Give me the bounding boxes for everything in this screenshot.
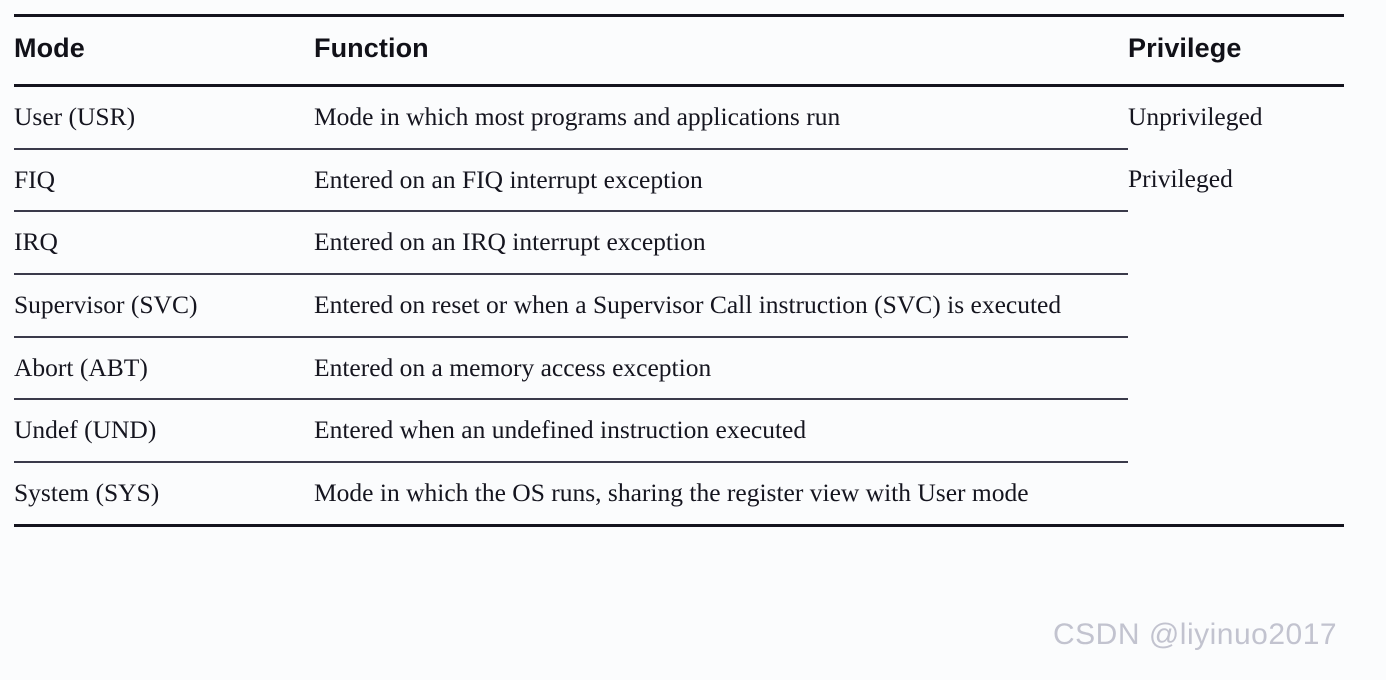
table-row: IRQ Entered on an IRQ interrupt exceptio… [14, 210, 1344, 274]
cell-function: Entered on a memory access exception [314, 335, 1128, 400]
modes-table-body: User (USR) Mode in which most programs a… [14, 87, 1344, 524]
table-row: Supervisor (SVC) Entered on reset or whe… [14, 272, 1344, 337]
column-header-mode: Mode [14, 33, 85, 63]
cell-privilege: Unprivileged [1128, 102, 1263, 131]
cell-function: Entered on an IRQ interrupt exception [314, 210, 1128, 274]
processor-modes-table: Mode Function Privilege User (USR) Mode … [14, 14, 1344, 527]
column-header-privilege: Privilege [1128, 33, 1242, 63]
cell-mode: FIQ [14, 147, 314, 212]
cell-function: Mode in which most programs and applicat… [314, 102, 841, 131]
table-row: FIQ Entered on an FIQ interrupt exceptio… [14, 147, 1344, 212]
table-body: User (USR) Mode in which most programs a… [14, 87, 1344, 524]
cell-mode: System (SYS) [14, 460, 314, 524]
cell-function: Entered when an undefined instruction ex… [314, 398, 1128, 462]
column-header-function: Function [314, 33, 429, 63]
table-bottom-rule [14, 523, 1344, 527]
table-row: Abort (ABT) Entered on a memory access e… [14, 335, 1344, 400]
table-row: System (SYS) Mode in which the OS runs, … [14, 460, 1344, 524]
header-row: Mode Function Privilege [14, 17, 1344, 84]
cell-mode: Supervisor (SVC) [14, 272, 314, 337]
table-row: User (USR) Mode in which most programs a… [14, 87, 1344, 149]
cell-mode: Undef (UND) [14, 398, 314, 462]
cell-mode: User (USR) [14, 102, 136, 131]
cell-privilege-merged: Privileged [1128, 163, 1233, 193]
table-top-rule [14, 14, 1344, 17]
table-row: Undef (UND) Entered when an undefined in… [14, 398, 1344, 462]
cell-mode: IRQ [14, 210, 314, 274]
table-header-rule [14, 84, 1344, 87]
cell-function: Mode in which the OS runs, sharing the r… [314, 460, 1128, 524]
csdn-watermark: CSDN @liyinuo2017 [1053, 618, 1338, 651]
cell-function: Entered on an FIQ interrupt exception [314, 147, 1128, 212]
table-header: Mode Function Privilege [14, 17, 1344, 84]
cell-mode: Abort (ABT) [14, 335, 314, 400]
cell-function: Entered on reset or when a Supervisor Ca… [314, 272, 1128, 337]
modes-table: Mode Function Privilege [14, 17, 1344, 84]
